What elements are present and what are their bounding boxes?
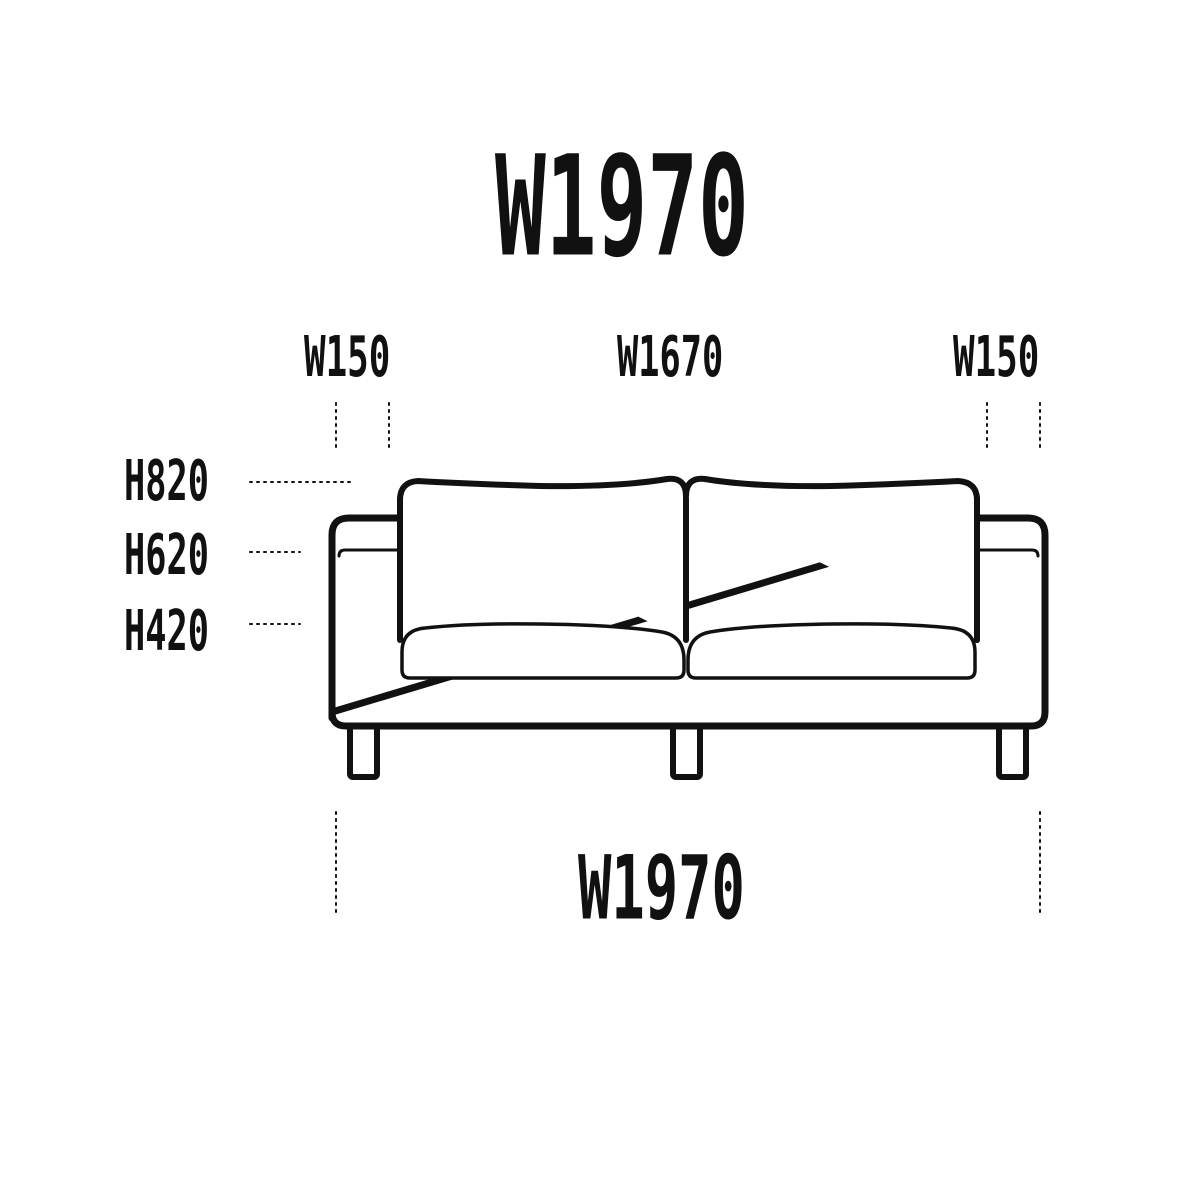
left-seat-cushion: [400, 622, 686, 680]
left-leg: [347, 719, 380, 780]
left-arm-width-label: W150: [304, 325, 391, 390]
seat-height-label: H420: [124, 599, 209, 664]
middle-leg: [670, 719, 703, 780]
right-leg: [996, 719, 1029, 780]
arm-height-label: H620: [124, 523, 209, 588]
right-arm-top: [978, 548, 1040, 558]
seat-width-label: W1670: [617, 325, 724, 390]
back-height-label: H820: [124, 449, 209, 514]
right-arm-width-label: W150: [953, 325, 1040, 390]
right-seat-cushion: [686, 622, 977, 680]
right-back-cushion: [683, 475, 980, 643]
overall-width-label-top: W1970: [495, 126, 749, 289]
left-arm-top: [337, 548, 402, 558]
left-back-cushion: [397, 475, 689, 643]
overall-width-label-bottom: W1970: [578, 836, 745, 940]
